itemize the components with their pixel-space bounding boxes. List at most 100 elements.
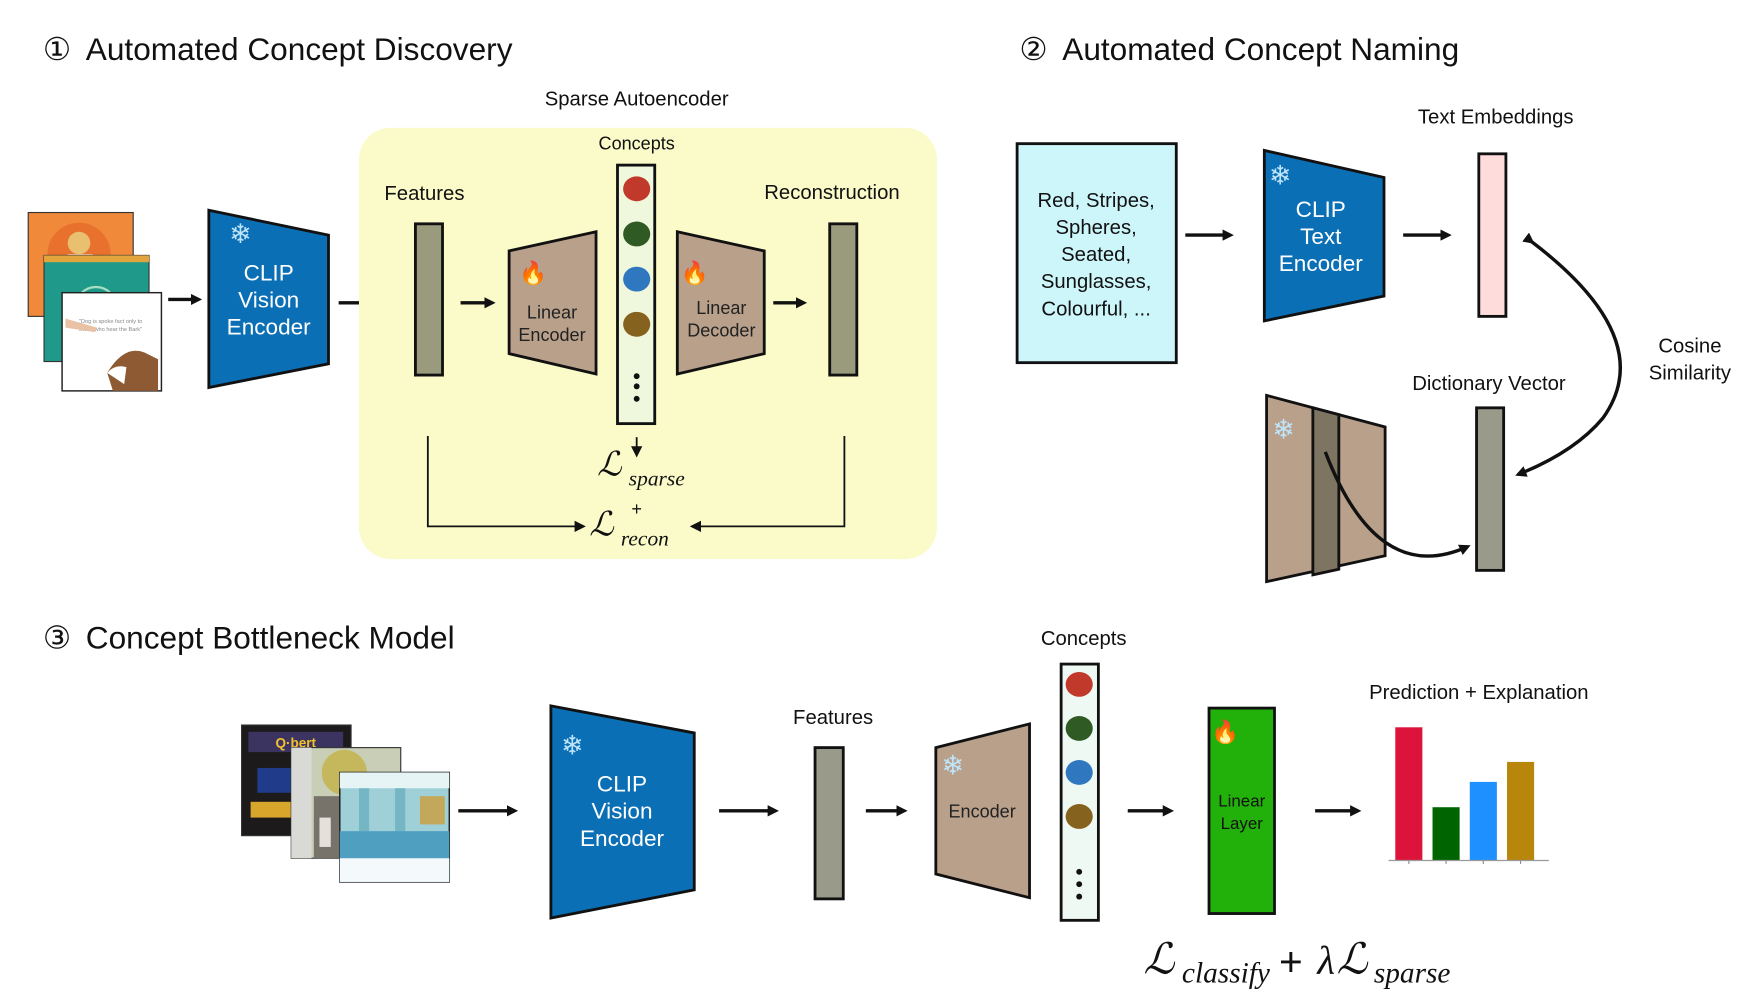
features-label: Features bbox=[384, 183, 464, 205]
fire-icon: 🔥 bbox=[1211, 719, 1239, 745]
svg-text:Linear: Linear bbox=[527, 303, 577, 323]
cbm-loss-formula: ℒ classify + λ ℒ sparse bbox=[1144, 936, 1451, 989]
bar-c4 bbox=[1507, 761, 1535, 861]
concepts-vector bbox=[616, 163, 657, 426]
svg-text:Vision: Vision bbox=[591, 799, 652, 824]
clip-vision-encoder: ❄ CLIP Vision Encoder bbox=[207, 208, 330, 390]
section-concept-bottleneck: ③ Concept Bottleneck Model Q·bert bbox=[43, 619, 1589, 989]
concept-vocabulary-box: Red, Stripes, Spheres, Seated, Sunglasse… bbox=[1015, 142, 1178, 365]
svg-text:Vision: Vision bbox=[238, 287, 299, 312]
linear-encoder: 🔥 Linear Encoder bbox=[507, 229, 598, 376]
ellipsis-dot bbox=[633, 395, 640, 402]
bar-c2 bbox=[1432, 807, 1460, 861]
snowflake-icon: ❄ bbox=[1272, 414, 1295, 444]
features-vector bbox=[414, 222, 444, 377]
svg-text:Linear: Linear bbox=[1218, 791, 1265, 810]
snowflake-icon: ❄ bbox=[229, 219, 252, 249]
concept-dot bbox=[1065, 804, 1093, 829]
ellipsis-dot bbox=[633, 373, 640, 380]
loss-recon-subscript: recon bbox=[621, 527, 669, 551]
bar-c1 bbox=[1395, 727, 1423, 861]
concept-dot bbox=[623, 176, 651, 202]
loss-plus: + bbox=[631, 499, 642, 519]
sae-title: Sparse Autoencoder bbox=[545, 88, 729, 110]
ellipsis-dot bbox=[1076, 881, 1083, 888]
input-image-stack: "Dog is spoke fact only to those who hea… bbox=[27, 211, 163, 392]
cosine-similarity-label: Similarity bbox=[1649, 363, 1732, 385]
svg-text:Layer: Layer bbox=[1221, 814, 1264, 833]
sae-decoder-dictionary: ❄ bbox=[1265, 393, 1387, 584]
recon-arrow-left bbox=[426, 436, 586, 532]
reconstruction-vector bbox=[828, 222, 859, 377]
svg-text:Seated,: Seated, bbox=[1061, 244, 1131, 266]
concept-dot bbox=[623, 221, 651, 247]
linear-decoder: 🔥 Linear Decoder bbox=[675, 229, 766, 376]
svg-text:Q·bert: Q·bert bbox=[275, 736, 316, 751]
ellipsis-dot bbox=[633, 383, 640, 390]
loss-classify-subscript: classify bbox=[1182, 957, 1271, 989]
loss-symbol: ℒ bbox=[589, 506, 614, 543]
features-vector bbox=[813, 746, 845, 901]
input-image-stack: Q·bert bbox=[241, 724, 451, 883]
concept-dot bbox=[1065, 716, 1093, 741]
cosine-similarity-arrow bbox=[1515, 232, 1622, 477]
dictionary-vector bbox=[1475, 406, 1506, 572]
loss-symbol: ℒ bbox=[1144, 936, 1176, 983]
reconstruction-label: Reconstruction bbox=[764, 182, 899, 204]
input-image: "Dog is spoke fact only to those who hea… bbox=[61, 291, 163, 392]
section-title-cbm: Concept Bottleneck Model bbox=[86, 619, 455, 655]
input-image bbox=[339, 771, 451, 883]
loss-lambda: λ bbox=[1316, 937, 1335, 982]
loss-sparse-subscript: sparse bbox=[1374, 957, 1451, 989]
loss-symbol: ℒ bbox=[1337, 936, 1369, 983]
loss-sparse-subscript: sparse bbox=[629, 467, 685, 491]
svg-text:Decoder: Decoder bbox=[687, 321, 755, 341]
concept-dot bbox=[1065, 760, 1093, 785]
loss-plus: + bbox=[1279, 939, 1303, 985]
section-title-discovery: Automated Concept Discovery bbox=[86, 31, 513, 67]
svg-text:Encoder: Encoder bbox=[227, 314, 312, 339]
svg-text:"Dog is spoke fact only to: "Dog is spoke fact only to bbox=[79, 319, 142, 325]
recon-arrow-right bbox=[689, 436, 846, 532]
svg-text:Encoder: Encoder bbox=[1279, 251, 1364, 276]
svg-text:Colourful, ...: Colourful, ... bbox=[1041, 298, 1150, 320]
concepts-label: Concepts bbox=[1041, 628, 1127, 650]
cosine-similarity-label: Cosine bbox=[1658, 336, 1721, 358]
concept-encoder: ❄ Encoder bbox=[934, 722, 1031, 900]
snowflake-icon: ❄ bbox=[941, 751, 964, 781]
loss-symbol: ℒ bbox=[597, 447, 622, 484]
snowflake-icon: ❄ bbox=[561, 730, 584, 760]
section-concept-discovery: ① Automated Concept Discovery "Dog is sp… bbox=[27, 31, 937, 560]
svg-text:CLIP: CLIP bbox=[244, 260, 294, 285]
ellipsis-dot bbox=[1076, 868, 1083, 875]
ellipsis-dot bbox=[1076, 893, 1083, 900]
concept-dot bbox=[623, 311, 651, 337]
clip-text-encoder: ❄ CLIP Text Encoder bbox=[1262, 148, 1386, 323]
section-concept-naming: ② Automated Concept Naming Red, Stripes,… bbox=[1015, 31, 1732, 584]
svg-text:Encoder: Encoder bbox=[580, 826, 665, 851]
svg-text:Text: Text bbox=[1300, 224, 1342, 249]
bar-c3 bbox=[1469, 781, 1497, 861]
dictionary-vector-label: Dictionary Vector bbox=[1412, 373, 1566, 395]
fire-icon: 🔥 bbox=[681, 259, 709, 285]
svg-text:CLIP: CLIP bbox=[597, 772, 647, 797]
section-number-1: ① bbox=[43, 31, 71, 67]
fire-icon: 🔥 bbox=[519, 259, 547, 285]
svg-text:CLIP: CLIP bbox=[1296, 197, 1346, 222]
prediction-bar-chart bbox=[1388, 727, 1549, 864]
features-label: Features bbox=[793, 707, 873, 729]
section-title-naming: Automated Concept Naming bbox=[1062, 31, 1459, 67]
linear-layer: 🔥 Linear Layer bbox=[1207, 706, 1276, 915]
svg-text:Linear: Linear bbox=[696, 298, 746, 318]
concepts-vector bbox=[1059, 662, 1100, 922]
text-embeddings-label: Text Embeddings bbox=[1418, 106, 1574, 128]
chart-title: Prediction + Explanation bbox=[1369, 682, 1588, 704]
svg-text:those who hear the Bark": those who hear the Bark" bbox=[79, 327, 142, 333]
text-embedding-vector bbox=[1477, 152, 1508, 318]
dictionary-arrow bbox=[1323, 451, 1471, 558]
svg-text:Encoder: Encoder bbox=[949, 802, 1016, 822]
concept-dot bbox=[623, 266, 651, 292]
clip-vision-encoder-cbm: ❄ CLIP Vision Encoder bbox=[549, 704, 696, 920]
svg-text:Red, Stripes,: Red, Stripes, bbox=[1037, 190, 1154, 212]
